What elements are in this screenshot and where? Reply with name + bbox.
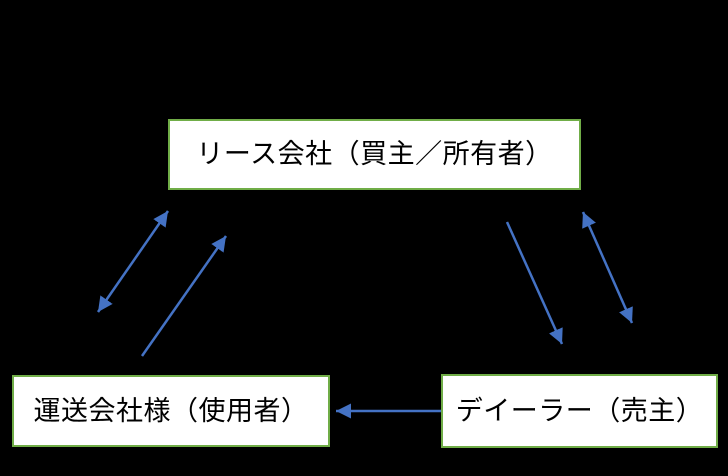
node-dealer: デイーラー（売主） [441,374,718,448]
node-lease-company: リース会社（買主／所有者） [168,119,581,190]
node-transport-company-label: 運送会社様（使用者） [33,395,309,426]
node-transport-company: 運送会社様（使用者） [12,375,330,447]
arrow-transport-lease-double [96,210,170,313]
node-lease-company-label: リース会社（買主／所有者） [196,139,553,169]
arrow-lease-to-dealer [505,221,564,345]
arrow-transport-to-lease [140,235,228,357]
arrow-lease-dealer-double [581,211,634,324]
node-dealer-label: デイーラー（売主） [455,395,704,426]
